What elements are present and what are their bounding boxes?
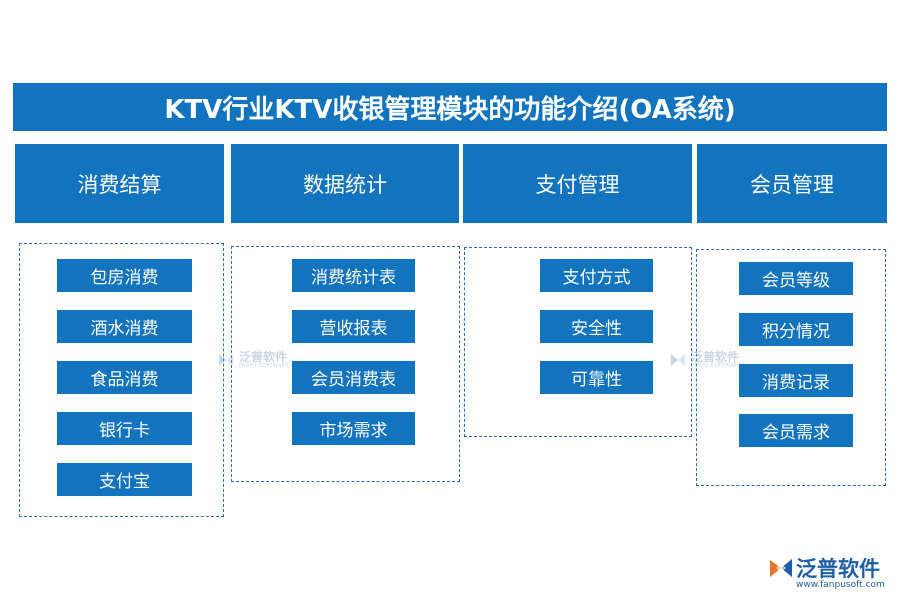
item-box: 可靠性	[540, 361, 653, 394]
brand-name: 泛普软件	[796, 557, 880, 581]
brand-url: www.fanpusoft.com	[796, 580, 885, 590]
group-consumption-settlement	[19, 243, 224, 517]
item-box: 食品消费	[57, 361, 192, 394]
item-box: 市场需求	[292, 412, 415, 445]
item-box: 支付方式	[540, 259, 653, 292]
brand-logo: 泛普软件 www.fanpusoft.com	[768, 553, 894, 595]
item-box: 会员等级	[739, 262, 853, 295]
item-box: 酒水消费	[57, 310, 192, 343]
item-box: 积分情况	[739, 313, 853, 346]
category-header-2: 数据统计	[231, 144, 459, 223]
item-box: 包房消费	[57, 259, 192, 292]
watermark-logo-icon	[219, 354, 233, 366]
watermark: 泛普软件 FANPU SOFTWARE	[668, 350, 741, 370]
item-box: 会员需求	[739, 414, 853, 447]
category-header-3: 支付管理	[463, 144, 692, 223]
category-header-4: 会员管理	[697, 144, 887, 223]
brand-logo-icon	[770, 559, 792, 577]
item-box: 消费统计表	[292, 259, 415, 292]
diagram-title: KTV行业KTV收银管理模块的功能介绍(OA系统)	[13, 83, 887, 131]
item-box: 支付宝	[57, 463, 192, 496]
group-data-statistics	[231, 246, 460, 482]
group-member-management	[696, 249, 886, 486]
group-payment-management	[464, 247, 692, 437]
category-header-1: 消费结算	[15, 144, 224, 223]
item-box: 会员消费表	[292, 361, 415, 394]
item-box: 营收报表	[292, 310, 415, 343]
watermark-logo-icon	[671, 354, 685, 366]
item-box: 银行卡	[57, 412, 192, 445]
watermark: 泛普软件 FANPU SOFTWARE	[216, 350, 289, 370]
item-box: 安全性	[540, 310, 653, 343]
item-box: 消费记录	[739, 364, 853, 397]
